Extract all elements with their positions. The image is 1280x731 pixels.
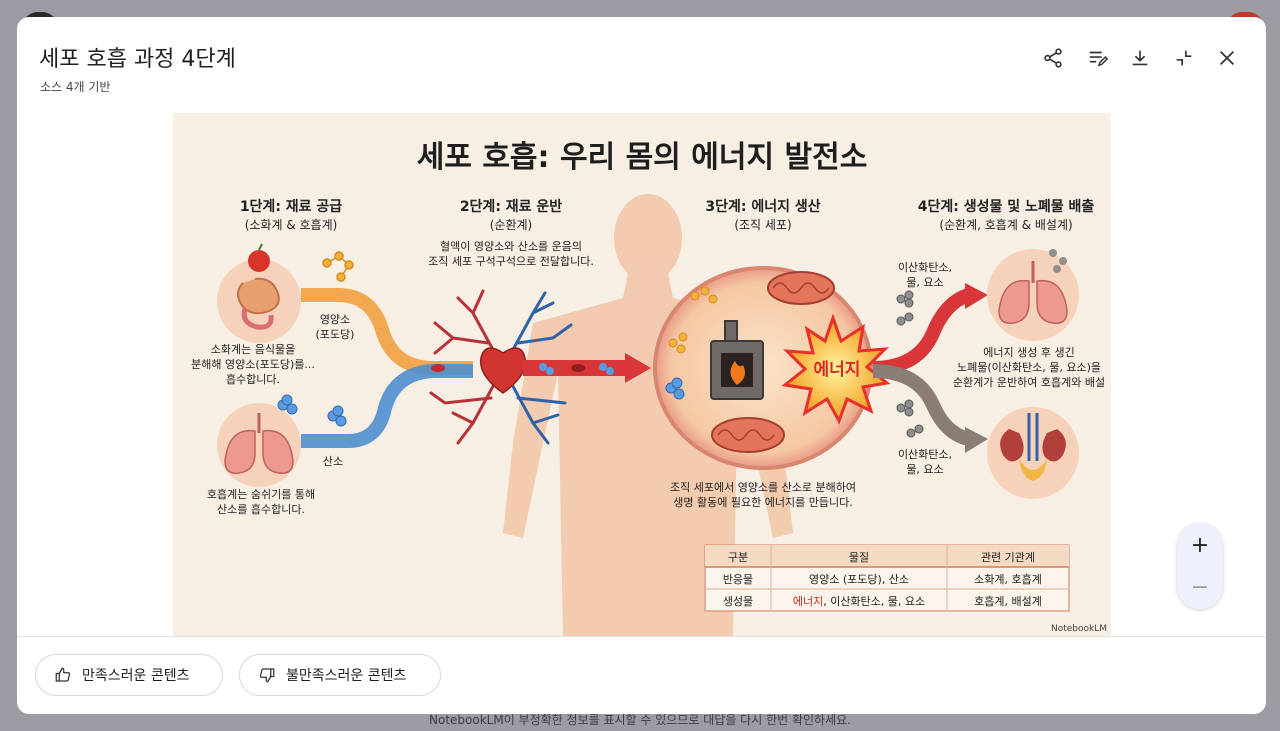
stage-1-heading: 1단계: 재료 공급 [240,198,342,215]
kidneys-illustration [987,407,1079,499]
output-bottom-text-2: 물, 요소 [906,463,943,476]
oxygen-flow-arrow [301,364,473,448]
co2-molecules-icon [896,290,924,438]
stage-4-systems: (순환계, 호흡계 & 배설계) [939,218,1072,232]
nutrient-label: 영양소 [320,313,350,326]
digestive-text-2: 분해해 영양소(포도당)를... [191,357,315,371]
table-row-2-substance: , 이산화탄소, 물, 요소 [823,595,925,608]
stage-2-systems: (순환계) [490,218,532,232]
thumbs-down-label: 불만족스러운 콘텐츠 [286,668,407,684]
thumbs-up-button[interactable]: 만족스러운 콘텐츠 [35,654,223,696]
blood-vessels-illustration [429,289,573,445]
waste-text-2: 노폐물(이산화탄소, 물, 요소)을 [957,361,1101,374]
waste-text-1: 에너지 생성 후 생긴 [983,346,1074,359]
circulation-text-2: 조직 세포 구석구석으로 전달합니다. [428,255,594,268]
output-top-text-2: 물, 요소 [906,276,943,289]
thumbs-down-icon [259,668,275,683]
cell-text-2: 생명 활동에 필요한 에너지를 만듭니다. [673,495,852,509]
digestive-text-1: 소화계는 음식물을 [211,343,295,356]
heart-icon [479,347,527,394]
collapse-icon [1176,50,1192,66]
zoom-out-button[interactable]: − [1190,574,1210,600]
table-header-substance: 물질 [849,551,869,564]
table-header-type: 구분 [728,551,748,564]
cell-oxygen-icon [665,377,685,400]
nutrient-molecule-icon [322,251,354,282]
dialog-title: 세포 호흡 과정 4단계 [39,47,236,72]
infographic-dialog: 세포 호흡 과정 4단계 소스 4개 기반 세포 호흡: 우리 몸의 에너지 발… [17,17,1266,714]
footer-divider [17,636,1266,637]
furnace-icon [710,320,764,400]
download-button[interactable] [1125,43,1155,73]
collapse-button[interactable] [1169,43,1199,73]
energy-burst-icon [781,313,891,425]
output-bottom-text-1: 이산화탄소, [898,448,952,461]
table-row-2-substance-highlight: 에너지 [793,595,823,608]
table-row-2-type: 생성물 [723,595,753,608]
notebooklm-watermark: NotebookLM [1051,624,1107,634]
summary-table: 구분 물질 관련 기관계 반응물 영양소 (포도당), 산소 소화계, 호흡계 … [704,544,1070,612]
close-icon [1219,50,1235,66]
waste-to-kidneys-arrowhead [965,427,988,453]
respiratory-text-2: 산소를 흡수합니다. [217,502,305,516]
oxygen-label: 산소 [323,455,343,468]
edit-list-button[interactable] [1083,43,1113,73]
waste-to-lungs-arrowhead [965,283,988,309]
nutrient-label-sub: (포도당) [316,328,355,341]
table-row-1-substance: 영양소 (포도당), 산소 [809,573,909,586]
digestive-system-illustration [217,243,301,343]
energy-label: 에너지 [814,360,861,380]
stage-2-heading: 2단계: 재료 운반 [460,198,562,215]
close-button[interactable] [1212,43,1242,73]
waste-to-kidneys-arrow [872,364,971,446]
table-row-1-type: 반응물 [723,573,753,586]
edit-list-icon [1089,51,1109,67]
zoom-controls: + − [1177,523,1223,609]
respiratory-text-1: 호흡계는 숨쉬기를 통해 [207,487,315,501]
lungs-illustration [217,403,301,487]
download-icon [1132,50,1148,66]
table-header-systems: 관련 기관계 [981,551,1035,564]
zoom-in-button[interactable]: + [1190,532,1210,558]
stage-3-systems: (조직 세포) [734,218,791,232]
digestive-text-3: 흡수합니다. [226,372,280,386]
cell-molecules-icon [668,286,718,354]
thumbs-up-label: 만족스러운 콘텐츠 [82,668,190,684]
blood-flow-arrowhead [625,353,651,383]
blood-cells-icon [431,363,614,375]
output-top-text-1: 이산화탄소, [898,261,952,274]
exhale-lungs-illustration [987,249,1079,341]
dialog-subtitle: 소스 4개 기반 [40,80,111,94]
waste-to-lungs-arrow [872,288,971,375]
stage-4-heading: 4단계: 생성물 및 노폐물 배출 [918,198,1095,215]
share-button[interactable] [1038,43,1068,73]
thumbs-down-button[interactable]: 불만족스러운 콘텐츠 [239,654,441,696]
stage-3-heading: 3단계: 에너지 생산 [705,198,820,215]
background-disclaimer: NotebookLM이 부정확한 정보를 표시할 수 있으므로 대답을 다시 한… [429,713,851,727]
share-icon [1044,48,1062,68]
table-row-2-systems: 호흡계, 배설계 [974,594,1042,608]
table-row-2-substance-text: 에너지, 이산화탄소, 물, 요소 [793,595,925,608]
infographic-title: 세포 호흡: 우리 몸의 에너지 발전소 [417,140,868,175]
oxygen-molecule-icon [277,394,347,427]
infographic-image: 세포 호흡: 우리 몸의 에너지 발전소 1단계: 재료 공급 (소화계 & 호… [173,113,1111,636]
cell-text-1: 조직 세포에서 영양소를 산소로 분해하여 [670,480,856,494]
table-row-1-systems: 소화계, 호흡계 [974,572,1042,586]
circulation-text-1: 혈액이 영양소와 산소를 운음의 [440,239,582,253]
thumbs-up-icon [55,667,71,682]
mitochondria-icon [711,271,835,453]
waste-text-3: 순환계가 운반하여 호흡계와 배설 [953,375,1105,389]
stage-1-systems: (소화계 & 호흡계) [245,218,338,232]
